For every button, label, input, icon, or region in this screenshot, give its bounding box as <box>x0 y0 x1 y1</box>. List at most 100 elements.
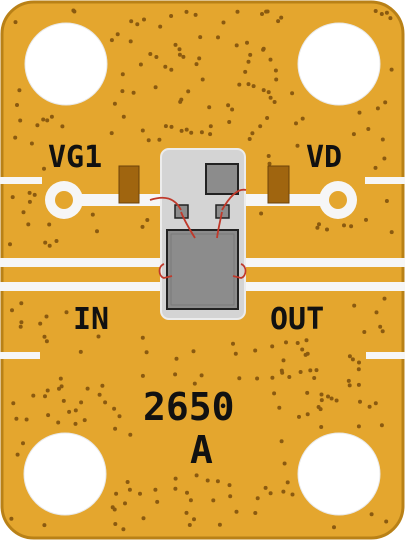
ground-via <box>319 425 324 429</box>
ground-via <box>135 22 140 27</box>
bond-wire-rf-in <box>158 263 173 279</box>
ground-via <box>29 141 34 146</box>
ground-via <box>279 368 284 373</box>
ground-via <box>148 52 153 56</box>
ground-via <box>54 239 59 243</box>
vd-bypass-capacitor <box>267 165 290 204</box>
ground-via <box>155 499 160 504</box>
ground-via <box>308 368 313 373</box>
ground-via <box>253 348 258 353</box>
ground-via <box>246 82 251 87</box>
mounting-hole-bottom-right <box>297 432 381 516</box>
ground-via <box>113 522 118 526</box>
ground-via <box>290 492 295 497</box>
ground-via <box>326 394 330 399</box>
ground-via <box>207 105 212 110</box>
ground-via <box>253 511 258 515</box>
ground-via <box>230 107 235 112</box>
ground-via <box>44 339 49 344</box>
ground-via <box>226 103 231 108</box>
mounting-hole-top-left <box>24 22 108 106</box>
ground-via <box>186 89 191 94</box>
ground-via <box>300 347 305 352</box>
ground-via <box>300 116 305 121</box>
ground-via <box>266 154 271 158</box>
ground-via <box>73 408 78 413</box>
ground-via <box>113 426 118 431</box>
ground-via <box>215 479 220 484</box>
ground-via <box>255 496 260 501</box>
ground-via <box>193 12 198 17</box>
ground-via <box>15 103 19 107</box>
ground-via <box>120 89 125 94</box>
ground-via <box>42 523 47 528</box>
ground-via <box>181 54 186 59</box>
ground-via <box>265 116 270 120</box>
ground-via <box>57 386 61 391</box>
ground-via <box>59 384 64 389</box>
ground-via <box>294 121 298 126</box>
ground-via <box>125 480 130 484</box>
ground-via <box>129 19 134 24</box>
ground-via <box>261 88 266 93</box>
ground-via <box>200 77 205 82</box>
ground-via <box>216 35 220 40</box>
ground-via <box>312 376 317 380</box>
ground-via <box>41 117 46 122</box>
ground-via <box>245 40 249 45</box>
mounting-hole-bottom-left <box>23 432 107 516</box>
ground-via <box>153 487 158 492</box>
ground-via <box>199 130 204 135</box>
ground-via <box>144 350 149 355</box>
ground-via <box>285 480 290 485</box>
ground-via <box>131 90 136 95</box>
ground-via-field <box>8 8 394 532</box>
ground-via <box>157 137 162 142</box>
ground-via <box>315 225 320 230</box>
ground-via <box>379 12 384 16</box>
ground-via <box>362 330 367 334</box>
part-number-label: 2650 <box>143 385 235 429</box>
vg1-bypass-capacitor <box>118 165 140 204</box>
ground-via <box>140 335 145 340</box>
ground-via <box>18 324 23 329</box>
rf-in-label: IN <box>73 302 109 337</box>
ground-via <box>350 357 355 362</box>
ground-via <box>140 224 145 229</box>
bond-wire-vd <box>221 188 247 211</box>
ground-via <box>263 485 268 490</box>
ground-via <box>246 59 251 64</box>
ground-via <box>379 423 384 428</box>
ground-via <box>21 210 26 215</box>
ground-via <box>243 69 248 74</box>
ground-via <box>49 114 54 119</box>
ground-via <box>228 494 233 499</box>
ground-via <box>260 12 264 16</box>
ground-via <box>14 416 19 421</box>
ground-via <box>192 381 197 386</box>
ground-via <box>356 382 361 387</box>
ground-via <box>47 243 52 248</box>
ground-via <box>272 391 277 396</box>
ground-via <box>227 483 232 488</box>
ground-via <box>356 367 361 372</box>
ground-via <box>247 137 252 141</box>
ground-via <box>192 517 196 522</box>
ground-via <box>261 46 266 51</box>
ground-via <box>141 516 146 521</box>
ground-via <box>82 418 87 423</box>
ground-via <box>185 490 189 495</box>
ground-via <box>13 135 18 140</box>
ground-via <box>169 124 174 129</box>
amplifier-die <box>166 229 239 310</box>
ground-via <box>332 525 336 530</box>
ground-via <box>384 519 389 524</box>
ground-via <box>142 17 146 22</box>
ground-via <box>18 118 23 123</box>
ground-via <box>298 370 303 374</box>
ground-via <box>140 373 145 378</box>
ground-via <box>146 138 151 143</box>
ground-via <box>189 130 194 135</box>
ground-via <box>389 67 394 72</box>
ground-via <box>163 124 168 129</box>
